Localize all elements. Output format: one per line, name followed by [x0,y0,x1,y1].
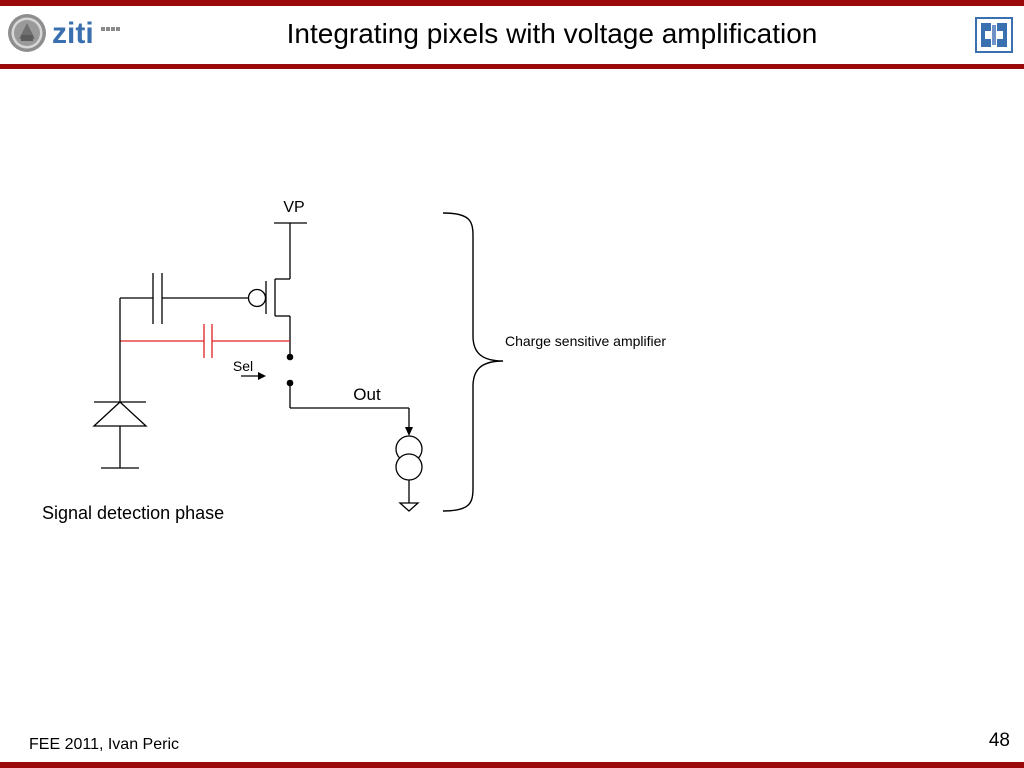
brace-label: Charge sensitive amplifier [505,333,666,349]
ground-icon [398,502,420,512]
university-seal-logo [8,14,46,52]
institute-logo [975,17,1013,53]
photodiode [92,401,148,469]
page-number: 48 [988,730,1010,751]
right-brace [442,212,504,512]
footer-text: FEE 2011, Ivan Peric [29,736,179,753]
output-arrow [405,427,413,436]
coupling-capacitor [120,273,249,324]
sel-arrow-head [258,372,266,380]
pmos-transistor [247,278,290,317]
top-accent-bar [0,0,1024,6]
ziti-logo-text: ziti [52,17,94,50]
out-label: Out [353,385,381,404]
diagram-caption: Signal detection phase [42,503,224,523]
bottom-accent-bar [0,762,1024,768]
switch-contact-top [286,353,294,361]
page-title: Integrating pixels with voltage amplific… [286,18,818,49]
sel-label: Sel [233,358,253,374]
ziti-logo: ziti [52,17,120,50]
feedback-capacitor [120,324,290,358]
current-source [395,435,423,503]
header-divider-bar [0,64,1024,69]
vp-label: VP [283,199,304,216]
